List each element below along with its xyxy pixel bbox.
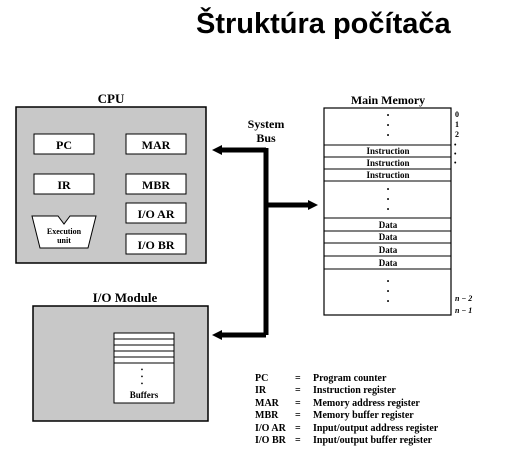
execution-unit: Execution unit bbox=[31, 215, 97, 249]
memory-instruction-2: Instruction bbox=[366, 158, 409, 168]
legend-equals: = bbox=[295, 385, 301, 397]
legend-abbr: MBR bbox=[255, 410, 279, 422]
execution-unit-line1: Execution bbox=[47, 227, 82, 236]
buffers-label: Buffers bbox=[130, 390, 159, 400]
memory-data-1: Data bbox=[379, 220, 398, 230]
legend-abbr: IR bbox=[255, 385, 267, 397]
buffer-dot: • bbox=[141, 380, 144, 388]
ir-register: IR bbox=[33, 173, 95, 195]
mar-register: MAR bbox=[125, 133, 187, 155]
memory-dots-middle: • • • bbox=[387, 185, 390, 214]
memory-instruction-3: Instruction bbox=[366, 170, 409, 180]
memory-dot: • bbox=[387, 297, 390, 306]
iobr-label: I/O BR bbox=[137, 238, 174, 252]
memory-dot: • bbox=[387, 287, 390, 296]
legend-equals: = bbox=[295, 435, 301, 447]
legend-description: Memory address register bbox=[313, 397, 420, 409]
addr-0: 0 bbox=[455, 110, 459, 119]
legend-equals: = bbox=[295, 422, 301, 434]
legend-abbr: PC bbox=[255, 373, 269, 384]
legend-row: PC = Program counter bbox=[255, 373, 438, 385]
legend-equals: = bbox=[295, 410, 301, 422]
memory-addresses: 0 1 2 • • • n − 2 n − 1 bbox=[454, 110, 472, 315]
legend-equals: = bbox=[295, 373, 301, 384]
addr-dot: • bbox=[454, 159, 457, 167]
mbr-label: MBR bbox=[142, 178, 170, 192]
memory-data-4: Data bbox=[379, 258, 398, 268]
addr-dot: • bbox=[454, 150, 457, 158]
system-bus-line1: System bbox=[248, 117, 285, 131]
legend-row: I/O BR = Input/output buffer register bbox=[255, 435, 438, 447]
memory-instruction-1: Instruction bbox=[366, 146, 409, 156]
legend-row: MAR = Memory address register bbox=[255, 398, 438, 410]
legend-row: MBR = Memory buffer register bbox=[255, 410, 438, 422]
memory-data-3: Data bbox=[379, 245, 398, 255]
ioar-register: I/O AR bbox=[125, 202, 187, 224]
pc-register: PC bbox=[33, 133, 95, 155]
memory-data-2: Data bbox=[379, 232, 398, 242]
mar-label: MAR bbox=[142, 138, 171, 152]
legend-equals: = bbox=[295, 397, 301, 409]
legend-abbr: MAR bbox=[255, 397, 279, 409]
mbr-register: MBR bbox=[125, 173, 187, 195]
legend-abbr: I/O AR bbox=[255, 422, 286, 434]
io-buffers: • • • Buffers bbox=[113, 332, 175, 404]
legend-abbr: I/O BR bbox=[255, 435, 286, 447]
addr-1: 1 bbox=[455, 120, 459, 129]
addr-n-1: n − 1 bbox=[455, 306, 472, 315]
addr-2: 2 bbox=[455, 130, 459, 139]
memory-dot: • bbox=[387, 121, 390, 130]
execution-unit-line2: unit bbox=[57, 236, 71, 245]
iobr-register: I/O BR bbox=[125, 233, 187, 255]
system-bus-line2: Bus bbox=[256, 131, 276, 145]
memory-dot: • bbox=[387, 131, 390, 140]
memory-dot: • bbox=[387, 277, 390, 286]
memory-dot: • bbox=[387, 185, 390, 194]
legend-row: IR = Instruction register bbox=[255, 385, 438, 397]
memory-cells bbox=[324, 144, 451, 270]
system-bus-lines bbox=[212, 145, 318, 340]
memory-dot: • bbox=[387, 111, 390, 120]
addr-dot: • bbox=[454, 141, 457, 149]
legend-description: Program counter bbox=[313, 373, 387, 384]
pc-label: PC bbox=[56, 138, 72, 152]
legend-description: Input/output address register bbox=[313, 422, 439, 434]
memory-dots-bottom: • • • bbox=[387, 277, 390, 306]
main-memory-box bbox=[323, 107, 452, 316]
ioar-label: I/O AR bbox=[137, 207, 174, 221]
legend-row: I/O AR = Input/output address register bbox=[255, 423, 438, 435]
ir-label: IR bbox=[57, 178, 71, 192]
memory-dot: • bbox=[387, 195, 390, 204]
buffer-dot: • bbox=[141, 373, 144, 381]
legend-description: Memory buffer register bbox=[313, 410, 414, 422]
legend-description: Instruction register bbox=[313, 385, 396, 397]
buffer-dot: • bbox=[141, 366, 144, 374]
addr-n-2: n − 2 bbox=[455, 294, 472, 303]
io-module-label: I/O Module bbox=[93, 290, 158, 305]
legend-description: Input/output buffer register bbox=[313, 435, 433, 447]
main-memory-label: Main Memory bbox=[351, 93, 425, 107]
memory-dots-top: • • • bbox=[387, 111, 390, 140]
cpu-label: CPU bbox=[98, 91, 125, 106]
memory-dot: • bbox=[387, 205, 390, 214]
page-title: Štruktúra počítača bbox=[196, 8, 451, 40]
